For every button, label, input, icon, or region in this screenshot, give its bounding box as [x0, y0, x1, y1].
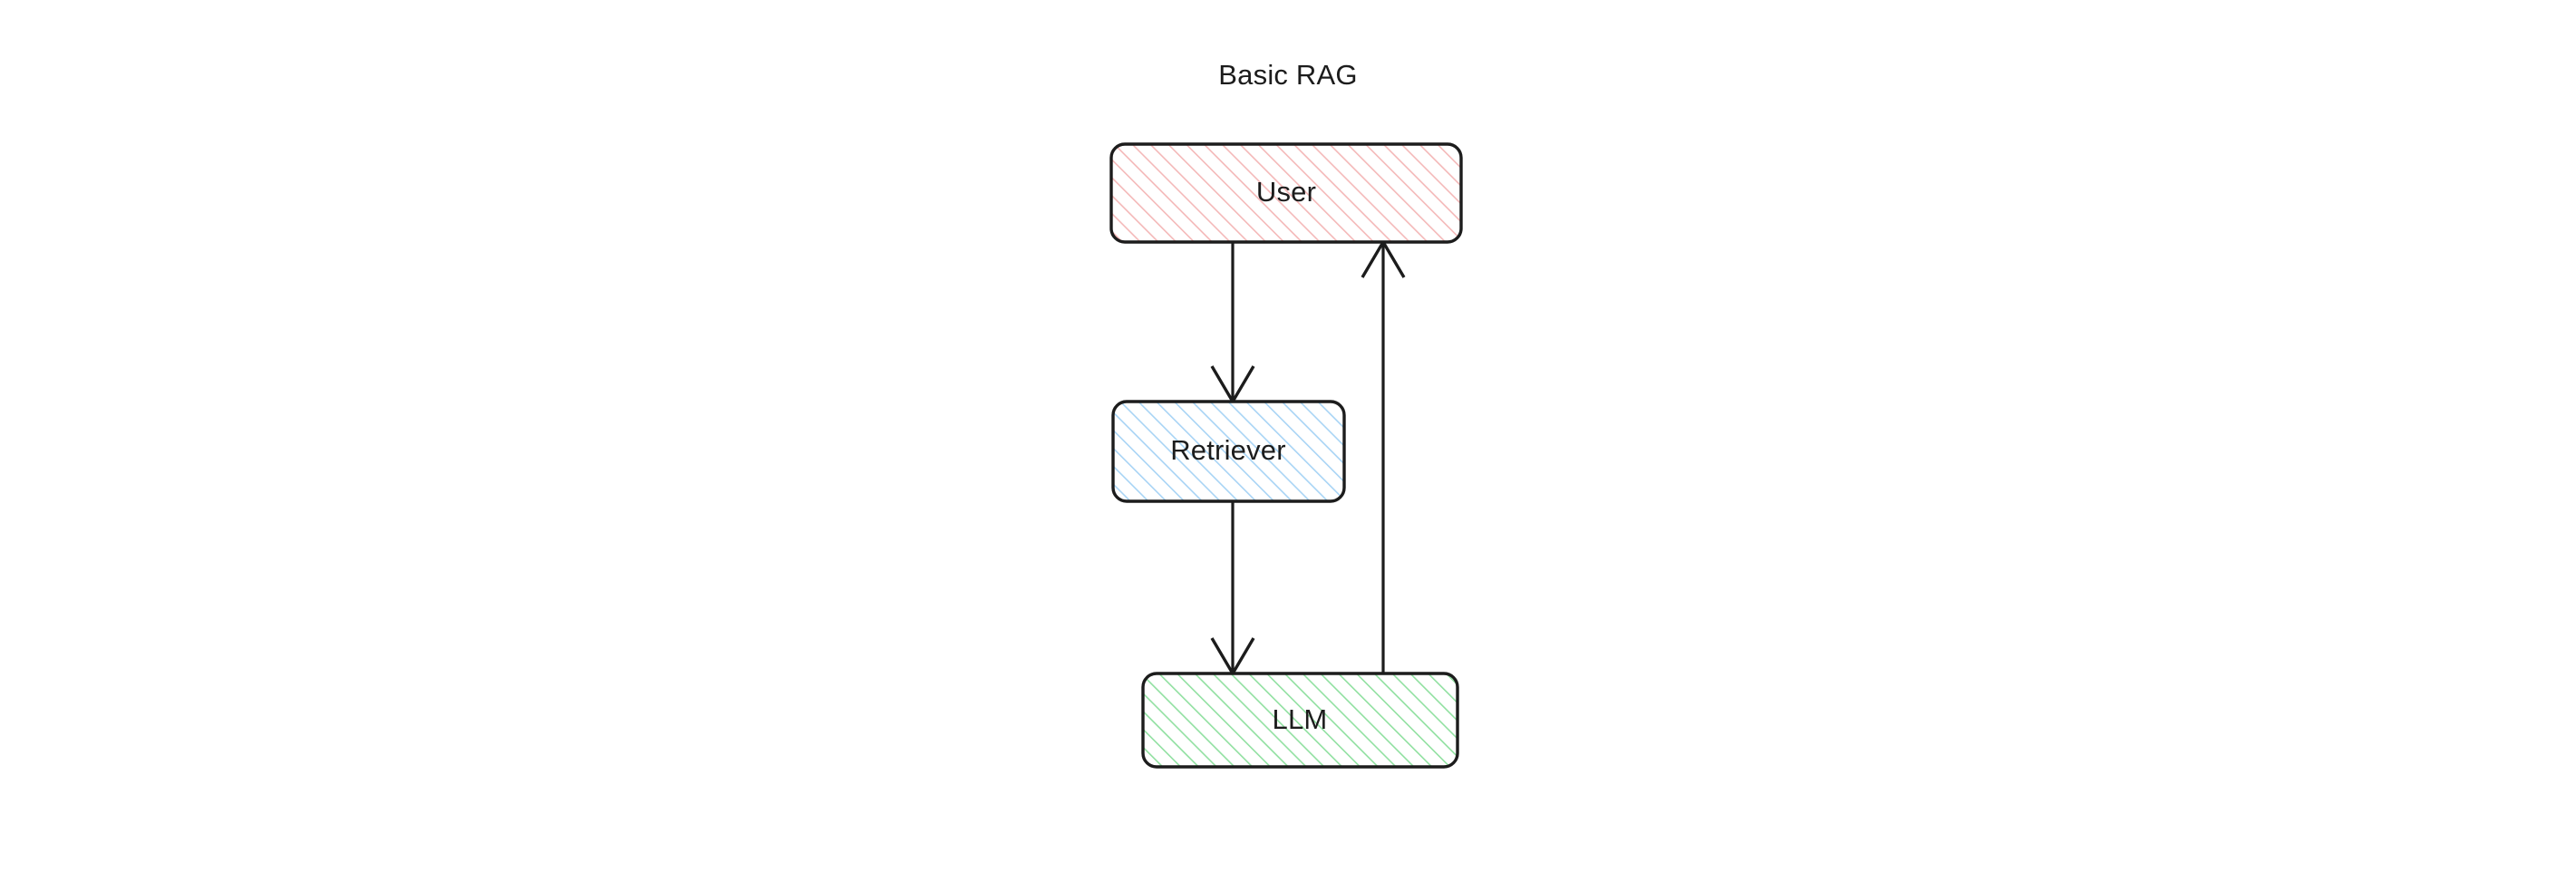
node-retriever[interactable]: Retriever [1111, 400, 1346, 503]
node-user[interactable]: User [1109, 142, 1463, 244]
node-llm-box[interactable] [1141, 672, 1459, 769]
node-retriever-box[interactable] [1111, 400, 1346, 503]
edge-user-to-retriever [1210, 242, 1255, 405]
diagram-title: Basic RAG [1218, 59, 1357, 91]
node-retriever-label: Retriever [1170, 434, 1286, 466]
edge-retriever-to-llm [1210, 501, 1255, 677]
node-user-label: User [1256, 176, 1316, 208]
node-llm[interactable]: LLM [1141, 672, 1459, 769]
node-llm-label: LLM [1273, 703, 1328, 735]
node-user-box[interactable] [1109, 142, 1463, 244]
edge-llm-to-user [1361, 238, 1406, 673]
